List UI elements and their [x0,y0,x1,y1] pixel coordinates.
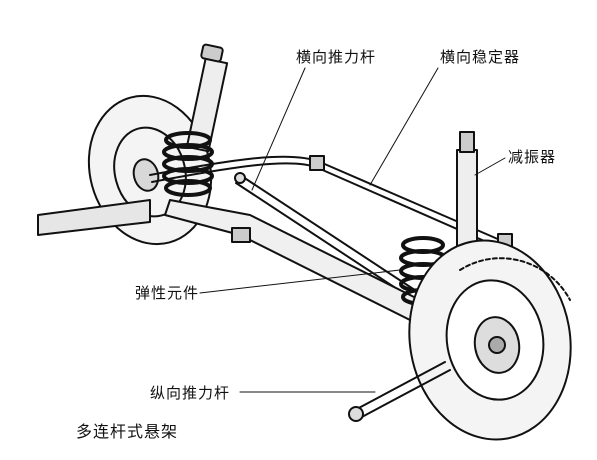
label-shock-absorber: 减振器 [508,148,557,166]
longitudinal-thrust-rod [348,361,451,422]
left-axle-stub [37,199,151,236]
leader-lines [199,67,506,393]
leader-elastic-element [199,269,401,294]
left-shock-absorber [185,43,229,153]
label-lateral-stabilizer: 横向稳定器 [440,48,521,66]
leader-lateral-stabilizer [369,67,439,186]
right-wheel [408,239,572,441]
leader-lateral-thrust-rod [251,67,306,191]
leader-shock-absorber [474,157,506,176]
label-lateral-thrust-rod: 横向推力杆 [296,48,377,66]
label-elastic-element: 弹性元件 [135,284,200,302]
stabilizer-bar [149,155,513,249]
diagram-caption: 多连杆式悬架 [76,422,179,441]
label-longitudinal-thrust-rod: 纵向推力杆 [150,384,231,402]
lower-control-arm [164,199,421,321]
